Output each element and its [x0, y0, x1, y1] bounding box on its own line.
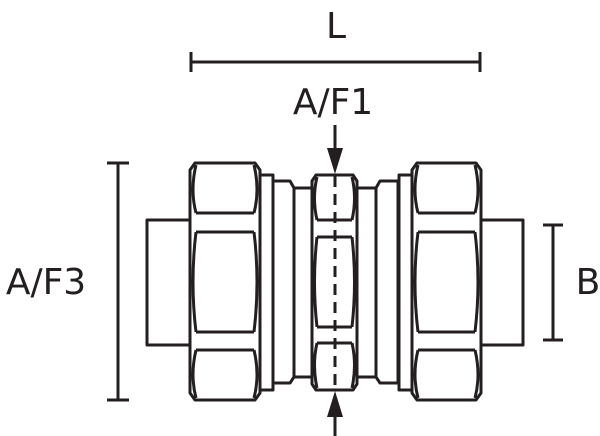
- af1-top-arrow: [327, 125, 343, 174]
- left-nut: [188, 161, 262, 402]
- af3-label: A/F3: [6, 262, 86, 303]
- af1-bottom-arrow: [327, 391, 343, 436]
- bore-label: B: [576, 262, 600, 303]
- right-pipe: [477, 218, 525, 347]
- left-collar: [258, 173, 275, 392]
- right-collar: [397, 173, 414, 392]
- length-label: L: [326, 6, 346, 47]
- center-hex: [310, 173, 359, 392]
- af3-dimension: A/F3: [6, 161, 129, 402]
- left-pipe: [145, 218, 194, 347]
- left-neck: [291, 186, 315, 379]
- right-ring: [374, 179, 400, 385]
- left-ring: [270, 179, 296, 385]
- right-nut: [410, 161, 483, 402]
- bore-dimension: B: [543, 223, 600, 342]
- length-dimension: L: [189, 6, 482, 72]
- right-neck: [354, 186, 378, 379]
- af1-label: A/F1: [293, 82, 373, 123]
